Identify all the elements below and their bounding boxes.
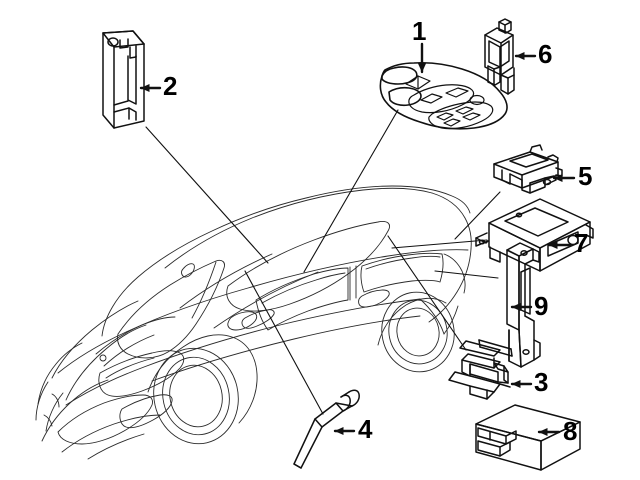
part-7-receiver-module (475, 198, 594, 272)
callout-label-7: 7 (574, 228, 589, 258)
part-4-antenna-lead (293, 389, 360, 469)
leader-2 (145, 126, 269, 264)
callout-label-3: 3 (534, 367, 549, 397)
part-9-bracket-plate (506, 242, 541, 368)
part-3-retaining-bracket (448, 339, 513, 400)
leader-5 (454, 191, 501, 240)
vehicle-illustration (35, 185, 472, 460)
leader-1 (303, 109, 399, 273)
part-8-control-box (475, 404, 581, 471)
callout-label-2: 2 (163, 71, 178, 101)
leader-9 (434, 270, 499, 279)
part-2-pillar-module (102, 30, 145, 129)
part-1-console-details (405, 75, 494, 130)
leader-3 (387, 235, 467, 351)
callout-label-5: 5 (578, 161, 593, 191)
callout-label-9: 9 (534, 291, 549, 321)
callout-label-8: 8 (563, 416, 578, 446)
leader-7 (391, 239, 488, 249)
part-5-control-module (493, 144, 563, 194)
callout-label-1: 1 (412, 16, 427, 46)
callout-label-6: 6 (538, 39, 553, 69)
callout-arrows (139, 42, 576, 436)
leader-4 (244, 270, 324, 415)
part-1-overhead-console (379, 61, 508, 130)
part-6-relay-module (484, 18, 515, 95)
leader-lines (145, 109, 501, 415)
callout-label-4: 4 (358, 414, 373, 444)
